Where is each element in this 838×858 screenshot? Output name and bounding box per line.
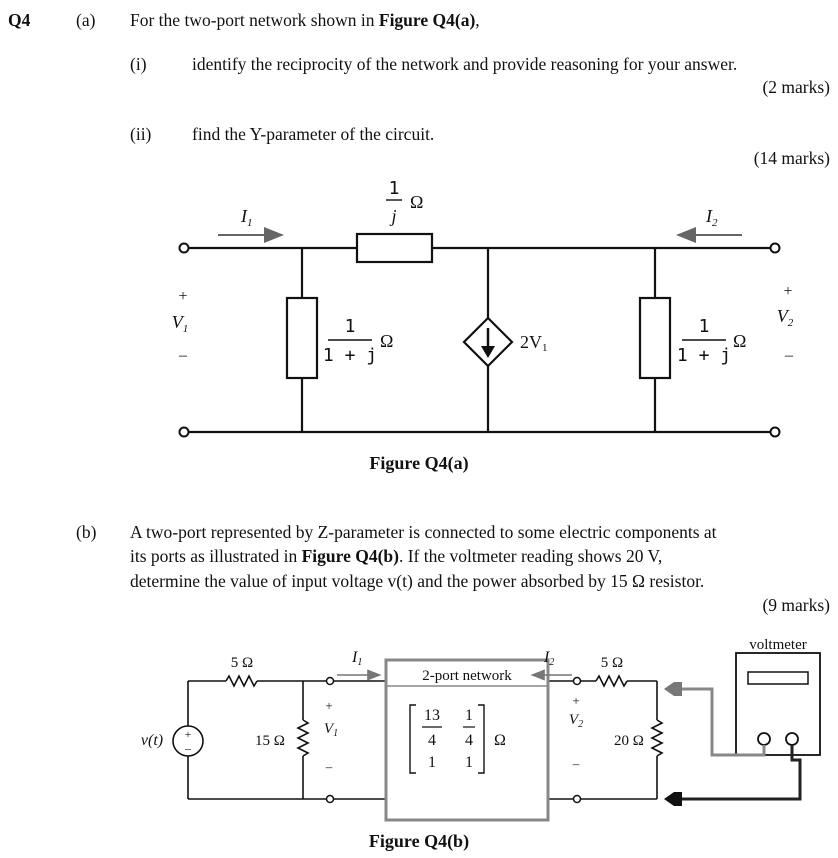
part-b-line-2-suffix: . If the voltmeter reading shows 20 V, [398, 546, 663, 566]
series-resistor [355, 232, 434, 264]
v1-minus: – [178, 347, 188, 364]
left-shunt-resistor [285, 296, 319, 380]
part-a-ii-label: (ii) [130, 124, 152, 144]
part-b-line-2: its ports as illustrated in Figure Q4(b)… [130, 546, 662, 566]
right-shunt-resistor [638, 296, 672, 380]
left-shunt-num: 1 [345, 316, 356, 337]
v2-minus: – [784, 347, 794, 364]
part-a-intro-prefix: For the two-port network shown in [130, 10, 379, 30]
source-arrow-icon [481, 346, 495, 358]
figure-q4a-caption: Figure Q4(a) [369, 453, 468, 474]
v1-plus: + [178, 288, 187, 305]
v1-label: V1 [172, 312, 189, 335]
v2-plus: + [783, 283, 792, 300]
series-resistor-den: j [389, 206, 396, 226]
part-a-i-text: identify the reciprocity of the network … [192, 54, 738, 74]
part-a-intro-figure-ref: Figure Q4(a) [378, 10, 476, 30]
part-a-i-marks: (2 marks) [762, 77, 830, 97]
terminal-2-top [769, 242, 781, 254]
question-number: Q4 [8, 10, 31, 30]
left-shunt-unit: Ω [380, 331, 393, 351]
terminal-2-bottom [769, 426, 781, 438]
terminal-1-top [178, 242, 190, 254]
part-a-label: (a) [76, 10, 96, 30]
part-a-i-label: (i) [130, 54, 147, 74]
part-b-figure-ref: Figure Q4(b) [301, 546, 399, 566]
part-a-intro-suffix: , [475, 10, 480, 30]
v2-label: V2 [777, 306, 794, 329]
part-b-line-3: determine the value of input voltage v(t… [130, 571, 705, 591]
right-shunt-unit: Ω [733, 331, 746, 351]
source-label: 2V1 [520, 332, 548, 354]
i1-label: I1 [240, 206, 253, 229]
series-resistor-unit: Ω [410, 192, 423, 212]
right-shunt-num: 1 [699, 316, 710, 337]
part-a-ii-marks: (14 marks) [753, 148, 830, 168]
part-a-intro: For the two-port network shown in Figure… [130, 10, 480, 30]
left-shunt-den: 1 + j [323, 345, 377, 366]
i2-label: I2 [705, 206, 718, 229]
part-b-line-1: A two-port represented by Z-parameter is… [130, 522, 717, 542]
part-b-marks: (9 marks) [762, 595, 830, 615]
right-shunt-den: 1 + j [677, 345, 731, 366]
terminal-1-bottom [178, 426, 190, 438]
series-resistor-num: 1 [389, 178, 400, 199]
part-b-line-2-prefix: its ports as illustrated in [130, 546, 302, 566]
part-b-label: (b) [76, 522, 97, 542]
part-a-ii-text: find the Y-parameter of the circuit. [192, 124, 435, 144]
